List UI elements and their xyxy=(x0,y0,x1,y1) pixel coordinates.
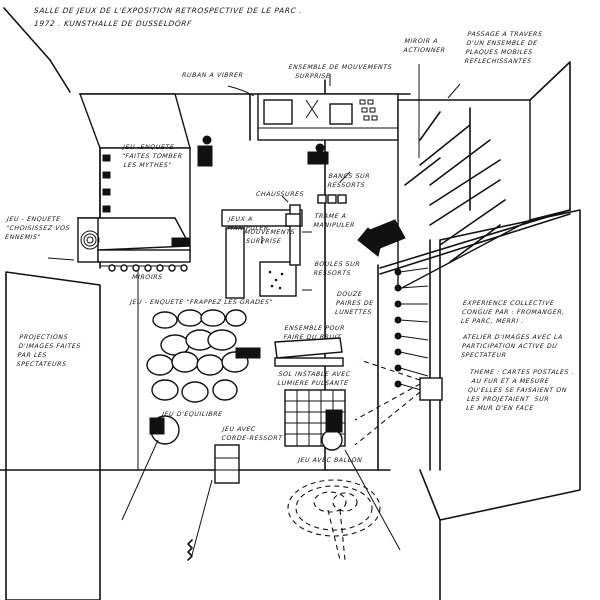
label-equilibre: Jeu d'equilibre xyxy=(161,411,223,418)
reflective-plates-passage xyxy=(379,61,571,292)
title-line-1: Salle de jeux de l'exposition retrospect… xyxy=(33,6,303,15)
balance-game xyxy=(121,415,180,521)
label-atelier: Atelier d'images avec la participation a… xyxy=(460,334,564,359)
rope-spring-game xyxy=(187,444,240,561)
direction-arrow xyxy=(357,219,406,257)
label-passage: Passage a travers d'un ensemble de plaqu… xyxy=(464,31,543,65)
label-miroir: Miroir a actionner xyxy=(403,38,446,54)
lunettes-wall xyxy=(354,239,443,471)
label-ballon: Jeu avec ballon xyxy=(297,457,363,464)
mirrors-row xyxy=(100,264,188,272)
label-ennemis: Jeu - enquete "Choisissez vos ennemis" xyxy=(4,216,71,241)
label-bancs: Bancs sur ressorts xyxy=(327,173,371,189)
projector xyxy=(419,377,443,401)
label-mythes: Jeu -enquete "Faites tomber les mythes" xyxy=(121,144,183,169)
label-corde: Jeu avec corde-ressort xyxy=(221,426,283,442)
pointer-arrows xyxy=(47,74,461,291)
label-experience: Experience collective congue par : Froma… xyxy=(460,300,566,325)
label-theme: Theme : cartes postales . au fur et a me… xyxy=(465,369,575,412)
visitor-figures xyxy=(171,135,343,433)
label-projections: Projections d'images faites par les spec… xyxy=(16,334,82,368)
wall-corner-line-2 xyxy=(49,59,71,93)
label-sol-instable: Sol instable avec lumiere pulsante xyxy=(277,371,352,387)
label-grades: Jeu - enquete "Frappez les grades" xyxy=(129,299,274,306)
wall-corner-line xyxy=(3,7,51,61)
label-lunettes: Douze paires de lunettes xyxy=(334,291,375,316)
ball xyxy=(321,429,343,451)
light-projection-circles xyxy=(287,449,441,600)
label-ruban: Ruban a vibrer xyxy=(181,72,244,79)
title-line-2: 1972 . Kunsthalle de Dusseldorf xyxy=(33,19,193,28)
grades-cylinders xyxy=(146,309,249,403)
label-boules: Boules sur ressorts xyxy=(313,261,361,277)
label-miroirs: Miroirs xyxy=(131,274,163,281)
lunettes-pairs xyxy=(394,267,429,393)
projection-screen xyxy=(5,271,101,600)
projection-wall xyxy=(439,209,581,521)
noise-bench xyxy=(274,337,344,367)
mouvements-surprise-cabinet xyxy=(257,93,399,141)
label-mouvements-surprise: Ensemble de mouvements surprise xyxy=(287,64,393,80)
spring-benches xyxy=(317,194,347,204)
manipulation-table xyxy=(221,204,303,299)
label-bruit: Ensemble pour faire du bruit xyxy=(283,325,346,341)
label-mouvements-surprise-2: mouvements surprise xyxy=(243,229,296,245)
label-trame: Trame a manipuler xyxy=(313,213,356,229)
label-chaussures: Chaussures xyxy=(255,191,305,198)
